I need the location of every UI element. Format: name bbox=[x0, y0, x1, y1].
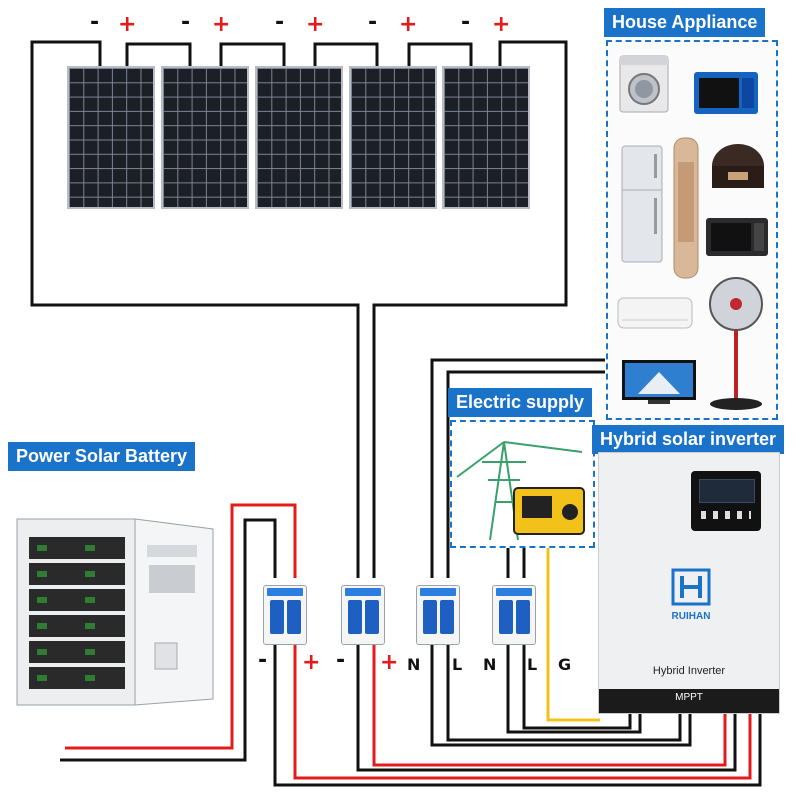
solar-panel-5 bbox=[442, 66, 530, 209]
ruihan-logo-icon bbox=[671, 568, 711, 606]
pv-breaker-minus: - bbox=[336, 648, 346, 673]
ac-n-out-wire bbox=[430, 645, 692, 747]
panel-link-1-2 bbox=[125, 42, 192, 66]
ac-breaker-l: L bbox=[452, 655, 463, 674]
ac-out-n-wire bbox=[430, 358, 605, 578]
wall-ac-icon bbox=[617, 297, 693, 329]
panel-5-plus: + bbox=[492, 12, 511, 37]
grid-breaker-l: L bbox=[527, 655, 538, 674]
battery-breaker bbox=[263, 585, 307, 645]
battery-positive-wire bbox=[65, 503, 297, 750]
grid-l-out-wire bbox=[522, 645, 632, 730]
panel-1-plus: + bbox=[118, 12, 137, 37]
pv-breaker bbox=[341, 585, 385, 645]
pv-pos-out-wire bbox=[372, 645, 727, 767]
pv-neg-out-wire bbox=[356, 645, 737, 772]
grid-input-breaker bbox=[492, 585, 536, 645]
panel-string-negative-wire bbox=[30, 40, 360, 578]
microwave-icon bbox=[706, 218, 768, 256]
washing-machine-icon bbox=[619, 55, 669, 113]
electric-supply-label: Electric supply bbox=[448, 388, 593, 417]
panel-4-plus: + bbox=[399, 12, 418, 37]
ground-wire bbox=[546, 548, 600, 722]
inverter-lcd bbox=[699, 479, 755, 503]
inverter-display bbox=[691, 471, 761, 531]
inverter-model-text: Hybrid Inverter bbox=[652, 665, 726, 677]
inverter-footer: MPPT bbox=[599, 689, 779, 713]
house-appliance-panel bbox=[606, 40, 778, 420]
batt-pos-out-wire bbox=[293, 645, 752, 780]
panel-string-positive-wire bbox=[372, 40, 568, 578]
refrigerator-icon bbox=[621, 145, 663, 263]
electric-supply-panel bbox=[450, 420, 595, 548]
ac-output-breaker bbox=[416, 585, 460, 645]
inverter-buttons bbox=[701, 511, 751, 519]
solar-panel-1 bbox=[67, 66, 155, 209]
panel-link-3-4 bbox=[313, 42, 379, 66]
panel-2-minus: - bbox=[181, 10, 191, 35]
panel-3-minus: - bbox=[275, 10, 285, 35]
panel-4-minus: - bbox=[368, 10, 378, 35]
ground-terminal-g: G bbox=[558, 655, 572, 674]
grid-breaker-n: N bbox=[483, 655, 497, 674]
fan-icon bbox=[709, 277, 763, 410]
rice-cooker-icon bbox=[712, 144, 764, 188]
ac-out-l-wire bbox=[446, 370, 605, 578]
panel-link-4-5 bbox=[407, 42, 473, 66]
inverter-brand: RUIHAN bbox=[671, 611, 711, 622]
house-appliance-label: House Appliance bbox=[604, 8, 766, 37]
panel-1-minus: - bbox=[90, 10, 100, 35]
battery-breaker-plus: + bbox=[302, 650, 321, 675]
supply-icons bbox=[456, 441, 585, 541]
battery-label: Power Solar Battery bbox=[8, 442, 196, 471]
batt-neg-out-wire bbox=[273, 645, 762, 787]
tv-icon bbox=[622, 360, 696, 404]
solar-panel-3 bbox=[255, 66, 343, 209]
grid-n-out-wire bbox=[506, 645, 642, 734]
ac-l-out-wire bbox=[446, 645, 682, 742]
hybrid-inverter-label: Hybrid solar inverter bbox=[592, 425, 785, 454]
pv-breaker-plus: + bbox=[380, 650, 399, 675]
generator-icon bbox=[513, 487, 585, 535]
hybrid-inverter: RUIHAN Hybrid Inverter MPPT bbox=[598, 452, 780, 714]
panel-5-minus: - bbox=[461, 10, 471, 35]
battery-negative-wire bbox=[60, 518, 277, 762]
battery-breaker-minus: - bbox=[258, 648, 268, 673]
appliance-icons bbox=[617, 55, 768, 410]
ac-breaker-n: N bbox=[407, 655, 421, 674]
battery-cabinet-icon bbox=[16, 518, 214, 706]
oven-icon bbox=[694, 72, 758, 114]
solar-panel-4 bbox=[349, 66, 437, 209]
panel-2-plus: + bbox=[212, 12, 231, 37]
solar-panel-2 bbox=[161, 66, 249, 209]
panel-3-plus: + bbox=[306, 12, 325, 37]
panel-link-2-3 bbox=[219, 42, 286, 66]
tower-ac-icon bbox=[673, 137, 699, 279]
